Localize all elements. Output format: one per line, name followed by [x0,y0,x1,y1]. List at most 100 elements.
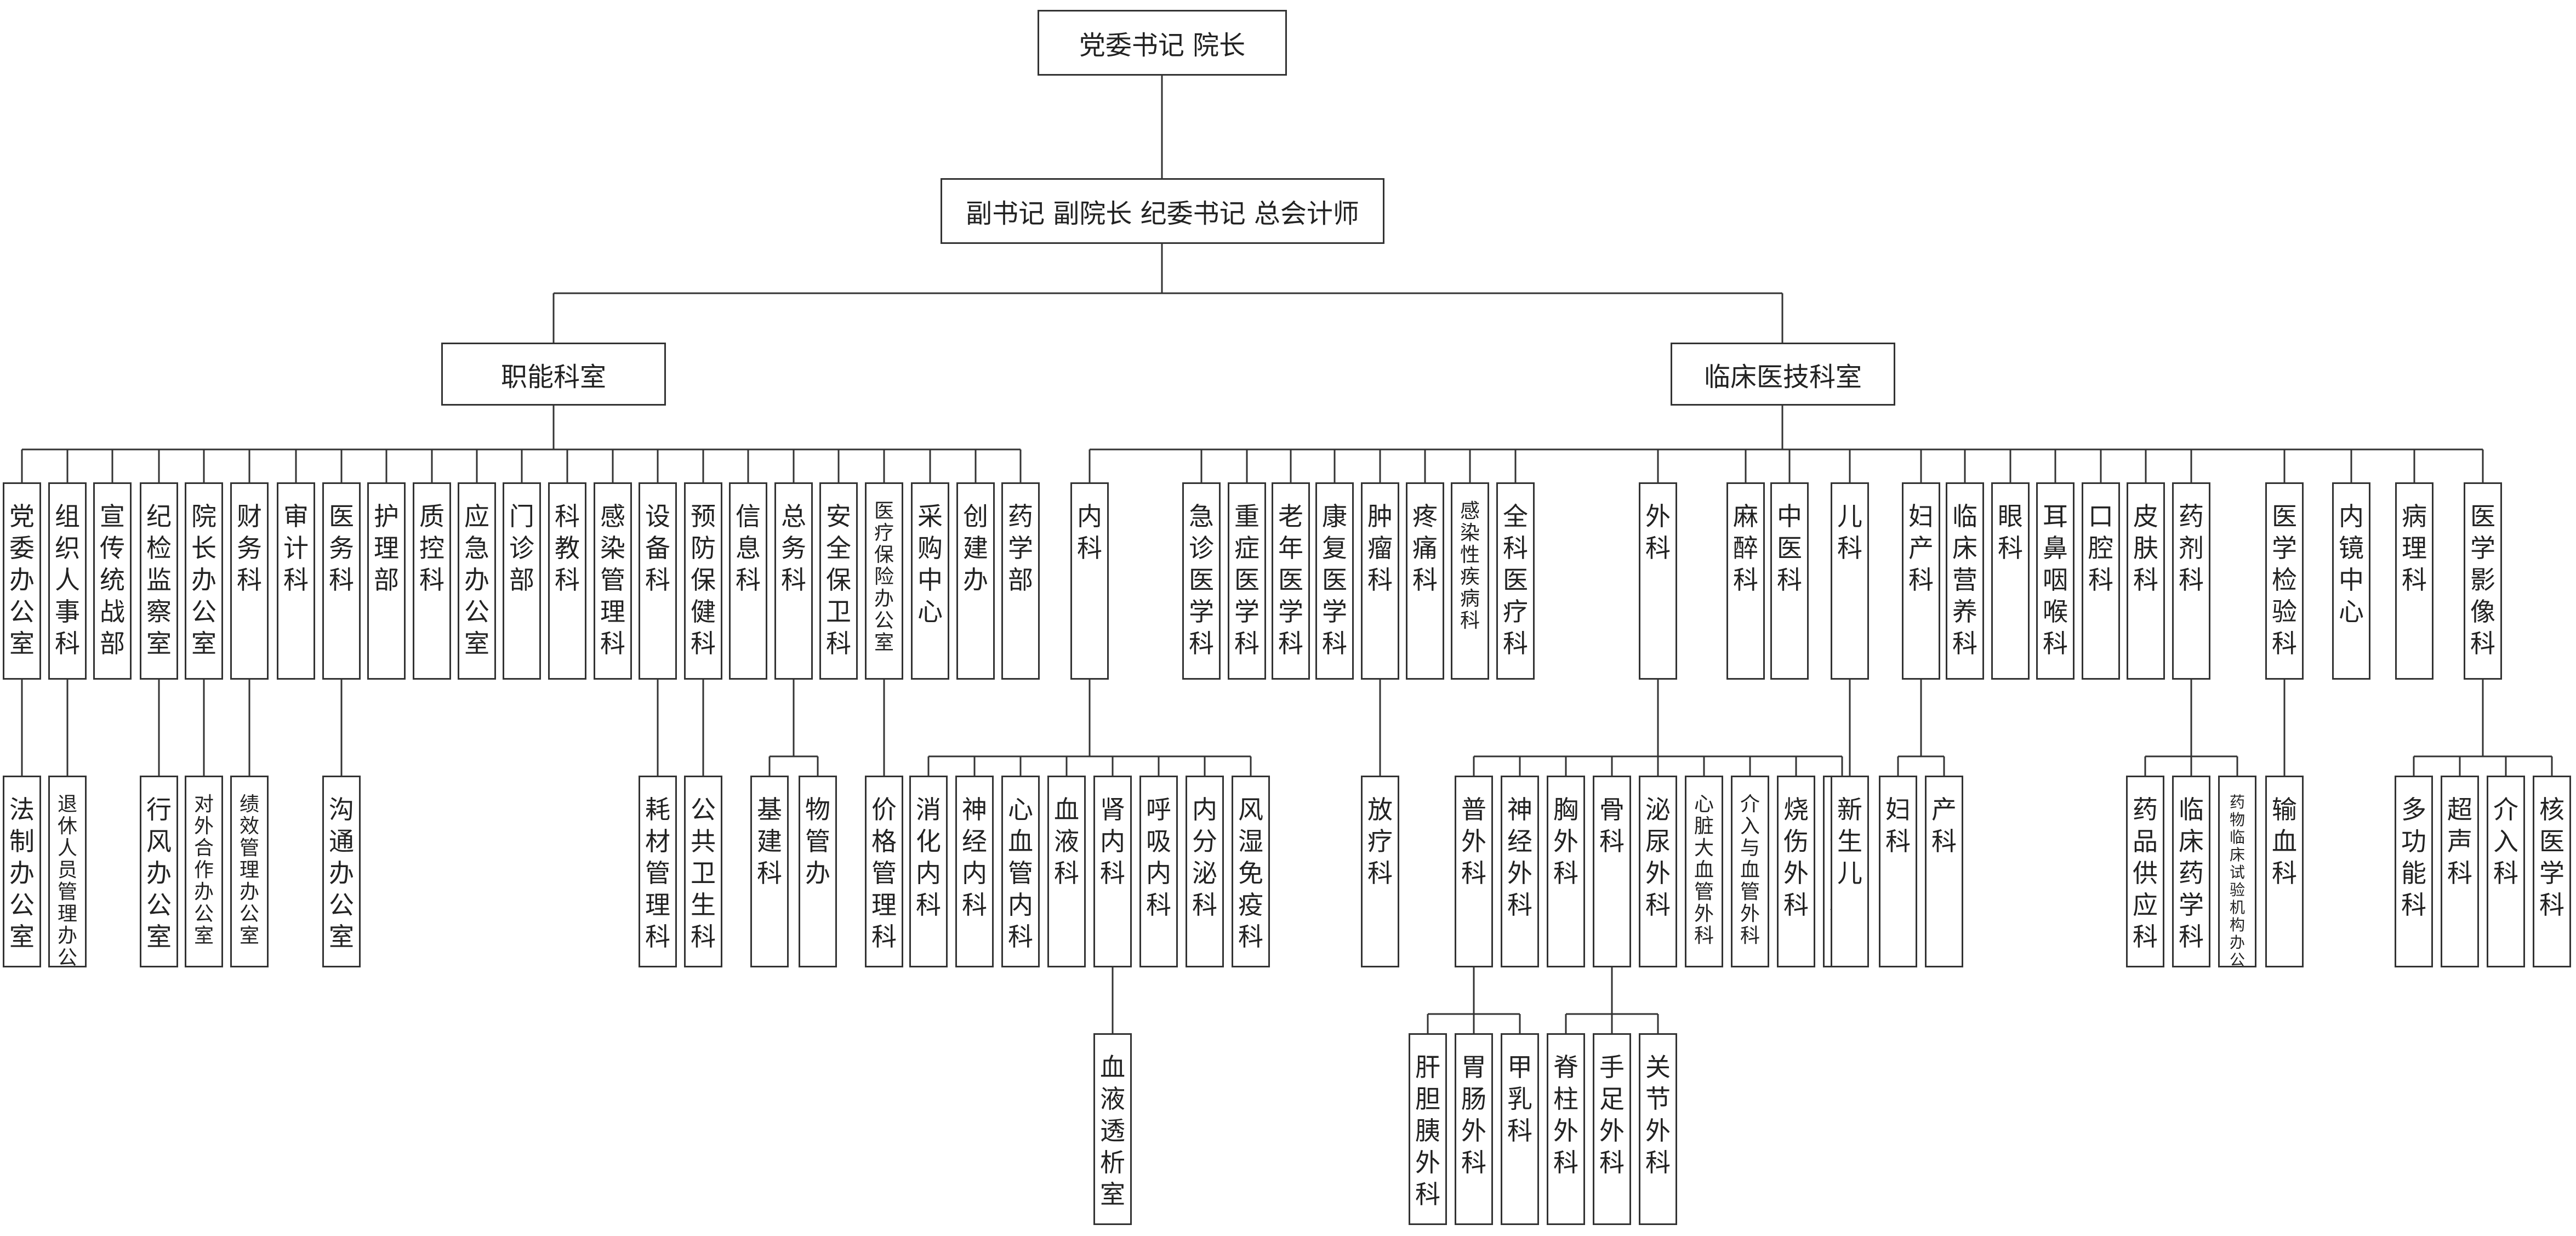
box-char: 心 [917,597,943,626]
box-char: 药 [2179,858,2204,888]
box-char: 科 [1461,1148,1486,1177]
box-char: 作 [193,859,214,881]
dept-clinical: 口腔科 [2082,482,2120,680]
box-char: 瘤 [1367,533,1393,563]
box-char: 功 [2401,827,2426,856]
box-char: 介 [1740,793,1760,816]
box-char: 机 [2229,898,2245,916]
box-char: 合 [193,837,214,859]
box-char: 部 [374,565,399,595]
box-char: 病 [2402,502,2427,531]
box-char: 病 [1460,588,1480,610]
box-char: 公 [9,890,35,920]
box-char: 科 [2043,629,2068,658]
box-char: 物 [2229,811,2245,829]
box-char: 党 [9,502,35,531]
box-char: 科 [1415,1180,1440,1209]
box-char: 理 [374,533,399,563]
box-char: 学 [2272,533,2297,563]
box-char: 科 [2470,629,2495,658]
subsubdept-clinical: 脊柱外科 [1547,1033,1585,1225]
box-char: 公 [329,890,354,920]
box-char: 胃 [1461,1052,1486,1082]
box-char: 财 [237,502,262,531]
box-char: 外 [1645,1116,1671,1146]
box-char: 声 [2447,827,2472,856]
box-char: 手 [1599,1052,1625,1082]
box-char: 室 [146,629,172,658]
box-char: 室 [329,922,354,952]
box-char: 能 [2401,858,2426,888]
box-char: 室 [239,925,259,947]
box-char: 计 [283,533,309,563]
box-char: 耗 [645,795,670,824]
box-char: 产 [1931,795,1957,824]
box-char: 传 [100,533,125,563]
box-char: 科 [2133,565,2158,595]
subdept-clinical: 神经外科 [1501,776,1539,967]
box-char: 管 [805,827,830,856]
subdept-clinical: 多功能科 [2395,776,2433,967]
box-char: 肿 [1367,502,1393,531]
subdept-clinical: 烧伤外科 [1777,776,1815,967]
box-char: 免 [1238,858,1263,888]
box-char: 疗 [1367,827,1393,856]
subdept-clinical: 输血科 [2265,776,2304,967]
box-char: 办 [464,565,489,595]
box-char: 科 [1777,565,1802,595]
box-char: 床 [2229,846,2245,864]
box-char: 胆 [1415,1084,1440,1114]
box-char: 物 [805,795,830,824]
box-char: 科 [826,629,851,658]
box-char: 与 [1740,837,1760,859]
box-char: 理 [239,859,259,881]
box-char: 外 [1645,858,1671,888]
box-char: 化 [916,827,941,856]
box-char: 理 [600,597,625,626]
node-root: 党委书记 院长 [1038,10,1287,76]
subdept-functional: 基建科 [750,776,789,967]
box-char: 沟 [329,795,354,824]
box-char: 消 [916,795,941,824]
dept-functional: 设备科 [639,482,677,680]
subdept-functional: 退休人员管理办公室 [48,776,87,967]
box-char: 科 [1507,1116,1532,1146]
subdept-clinical: 药品供应科 [2126,776,2164,967]
box-char: 外 [1783,858,1809,888]
box-char: 科 [1645,1148,1671,1177]
box-char: 老 [1278,502,1303,531]
box-char: 共 [691,827,716,856]
box-char: 办 [9,858,35,888]
box-char: 科 [1412,565,1438,595]
box-char: 科 [237,565,262,595]
box-char: 科 [2401,890,2426,920]
box-char: 科 [1553,858,1578,888]
box-char: 基 [757,795,782,824]
box-char: 购 [917,533,943,563]
box-char: 肾 [1100,795,1125,824]
box-char: 外 [1415,1148,1440,1177]
box-char: 科 [1694,925,1714,947]
box-char: 血 [1008,827,1033,856]
box-char: 办 [57,925,77,947]
box-char: 教 [555,533,580,563]
box-char: 外 [193,815,214,838]
box-char: 科 [329,565,354,595]
box-char: 外 [1645,502,1671,531]
box-char: 纪 [146,502,172,531]
box-char: 检 [146,533,172,563]
box-char: 染 [1460,522,1480,544]
box-char: 科 [1503,629,1528,658]
dept-clinical: 重症医学科 [1228,482,1266,680]
box-char: 复 [1322,533,1347,563]
box-char: 保 [826,565,851,595]
box-char: 风 [1238,795,1263,824]
box-char: 学 [2539,858,2564,888]
box-char: 外 [1694,903,1714,925]
box-char: 外 [1740,903,1760,925]
box-char: 症 [1234,533,1259,563]
box-char: 公 [57,947,77,967]
box-char: 科 [1599,1148,1625,1177]
box-char: 柱 [1553,1084,1578,1114]
box-char: 理 [871,890,897,920]
